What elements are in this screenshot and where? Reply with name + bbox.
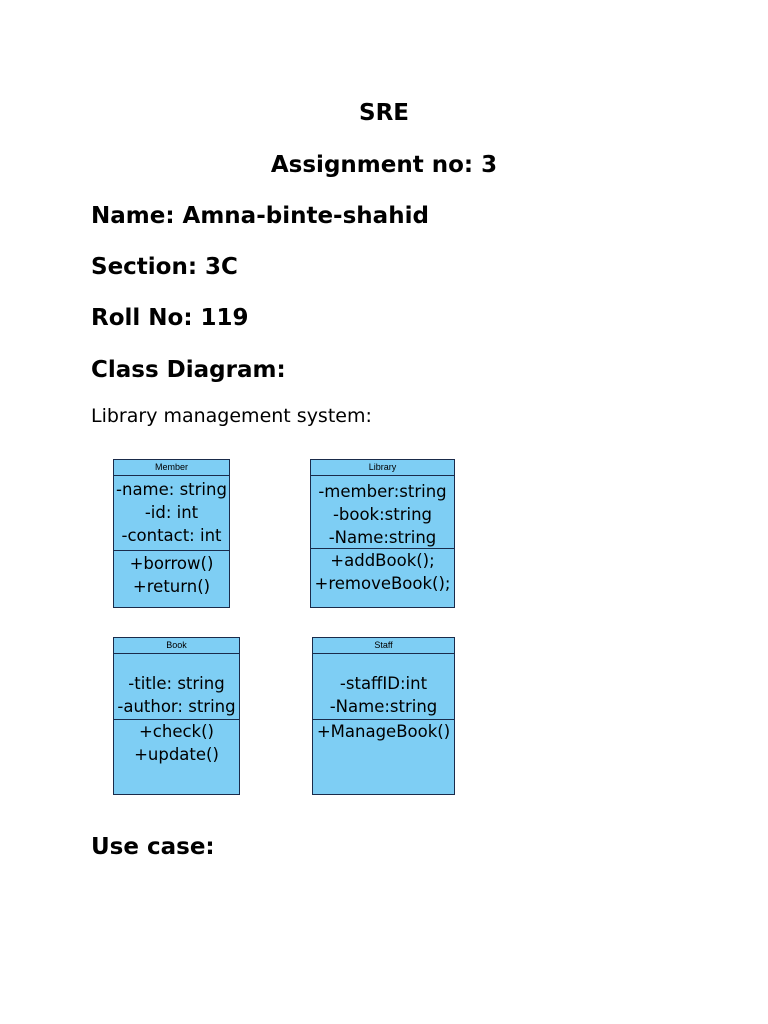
method: +ManageBook() [316, 722, 451, 741]
class-box-member: Member -name: string -id: int -contact: … [113, 459, 230, 608]
method: +addBook(); [330, 551, 435, 570]
attribute: -member:string [318, 482, 447, 501]
attribute: -staffID:int [339, 674, 428, 693]
attribute: -Name:string [329, 697, 438, 716]
method: +removeBook(); [314, 574, 451, 593]
assignment-title: Assignment no: 3 [270, 152, 498, 178]
class-attributes: -staffID:int -Name:string [313, 654, 454, 719]
attribute: -Name:string [328, 528, 437, 547]
attribute: -contact: int [121, 526, 222, 545]
class-attributes: -title: string -author: string [114, 654, 239, 719]
class-box-book: Book -title: string -author: string +che… [113, 637, 240, 795]
class-box-staff: Staff -staffID:int -Name:string +ManageB… [312, 637, 455, 795]
attribute: -book:string [332, 505, 433, 524]
class-name: Library [311, 460, 454, 476]
attribute: -id: int [144, 503, 199, 522]
class-name: Book [114, 638, 239, 654]
class-methods: +borrow() +return() [114, 550, 229, 598]
class-attributes: -member:string -book:string -Name:string [311, 476, 454, 548]
course-title: SRE [359, 100, 409, 126]
diagram-subtitle: Library management system: [91, 405, 372, 427]
class-methods: +ManageBook() [313, 719, 454, 743]
method: +update() [134, 745, 219, 764]
class-methods: +check() +update() [114, 719, 239, 766]
roll-number: Roll No: 119 [91, 305, 249, 331]
class-methods: +addBook(); +removeBook(); [311, 548, 454, 595]
attribute: -author: string [117, 697, 236, 716]
class-diagram-heading: Class Diagram: [91, 357, 286, 383]
class-name: Staff [313, 638, 454, 654]
method: +return() [132, 577, 211, 596]
attribute: -title: string [128, 674, 225, 693]
method: +check() [138, 722, 214, 741]
use-case-heading: Use case: [91, 834, 215, 860]
student-name: Name: Amna-binte-shahid [91, 203, 429, 229]
class-name: Member [114, 460, 229, 476]
student-section: Section: 3C [91, 254, 238, 280]
class-box-library: Library -member:string -book:string -Nam… [310, 459, 455, 608]
class-attributes: -name: string -id: int -contact: int [114, 476, 229, 550]
attribute: -name: string [116, 480, 227, 499]
method: +borrow() [129, 554, 214, 573]
